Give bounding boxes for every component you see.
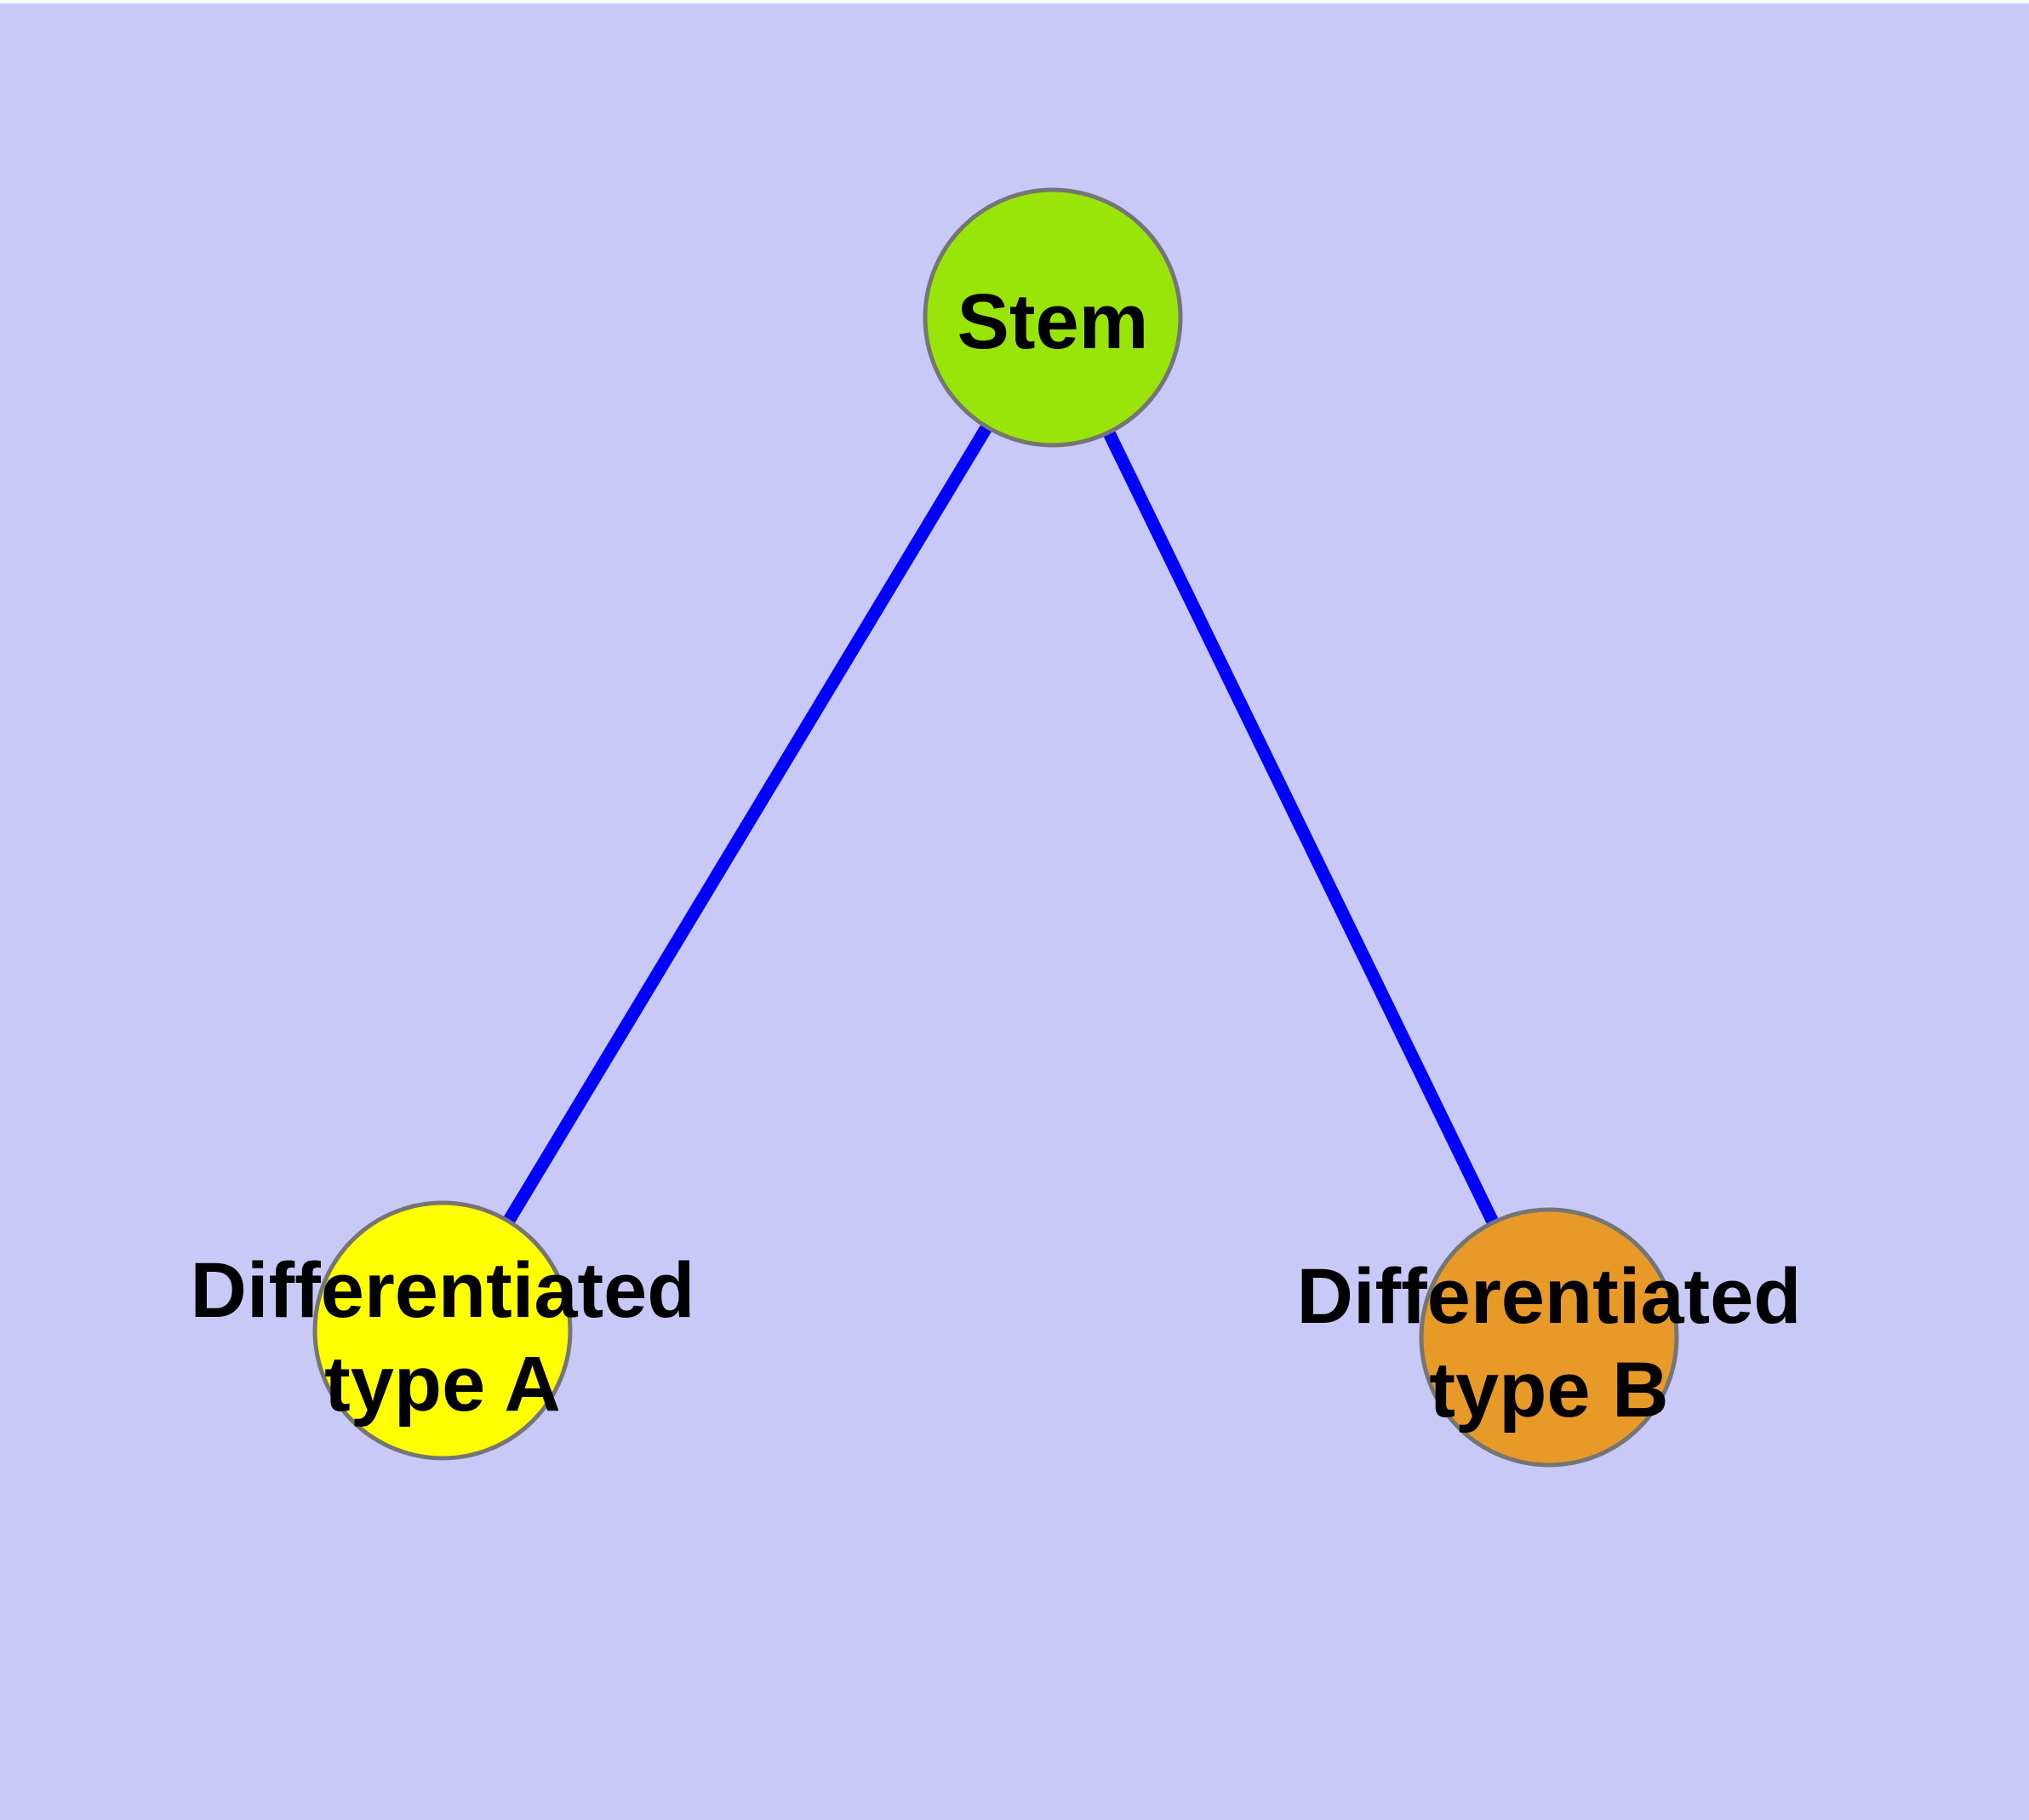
edge-stem-to-type-b [1047, 314, 1555, 1341]
type-b-label-line2: type B [1429, 1347, 1669, 1434]
stem-node-circle [923, 187, 1183, 448]
edge-stem-to-type-a [437, 314, 1059, 1334]
graph-svg [312, 187, 1679, 1468]
type-a-node-label: Differentiated type A [191, 1244, 695, 1431]
type-b-node-circle [1419, 1207, 1679, 1468]
type-a-label-line2: type A [324, 1341, 561, 1428]
type-b-label-line1: Differentiated [1296, 1253, 1802, 1340]
diagram-canvas: Stem Differentiated type A Differentiate… [0, 3, 2029, 1820]
type-b-node-label: Differentiated type B [1297, 1250, 1802, 1437]
top-margin-strip [0, 0, 2029, 3]
type-a-label-line1: Differentiated [190, 1247, 695, 1334]
stem-node-label: Stem [957, 278, 1149, 365]
type-a-node-circle [312, 1200, 573, 1461]
